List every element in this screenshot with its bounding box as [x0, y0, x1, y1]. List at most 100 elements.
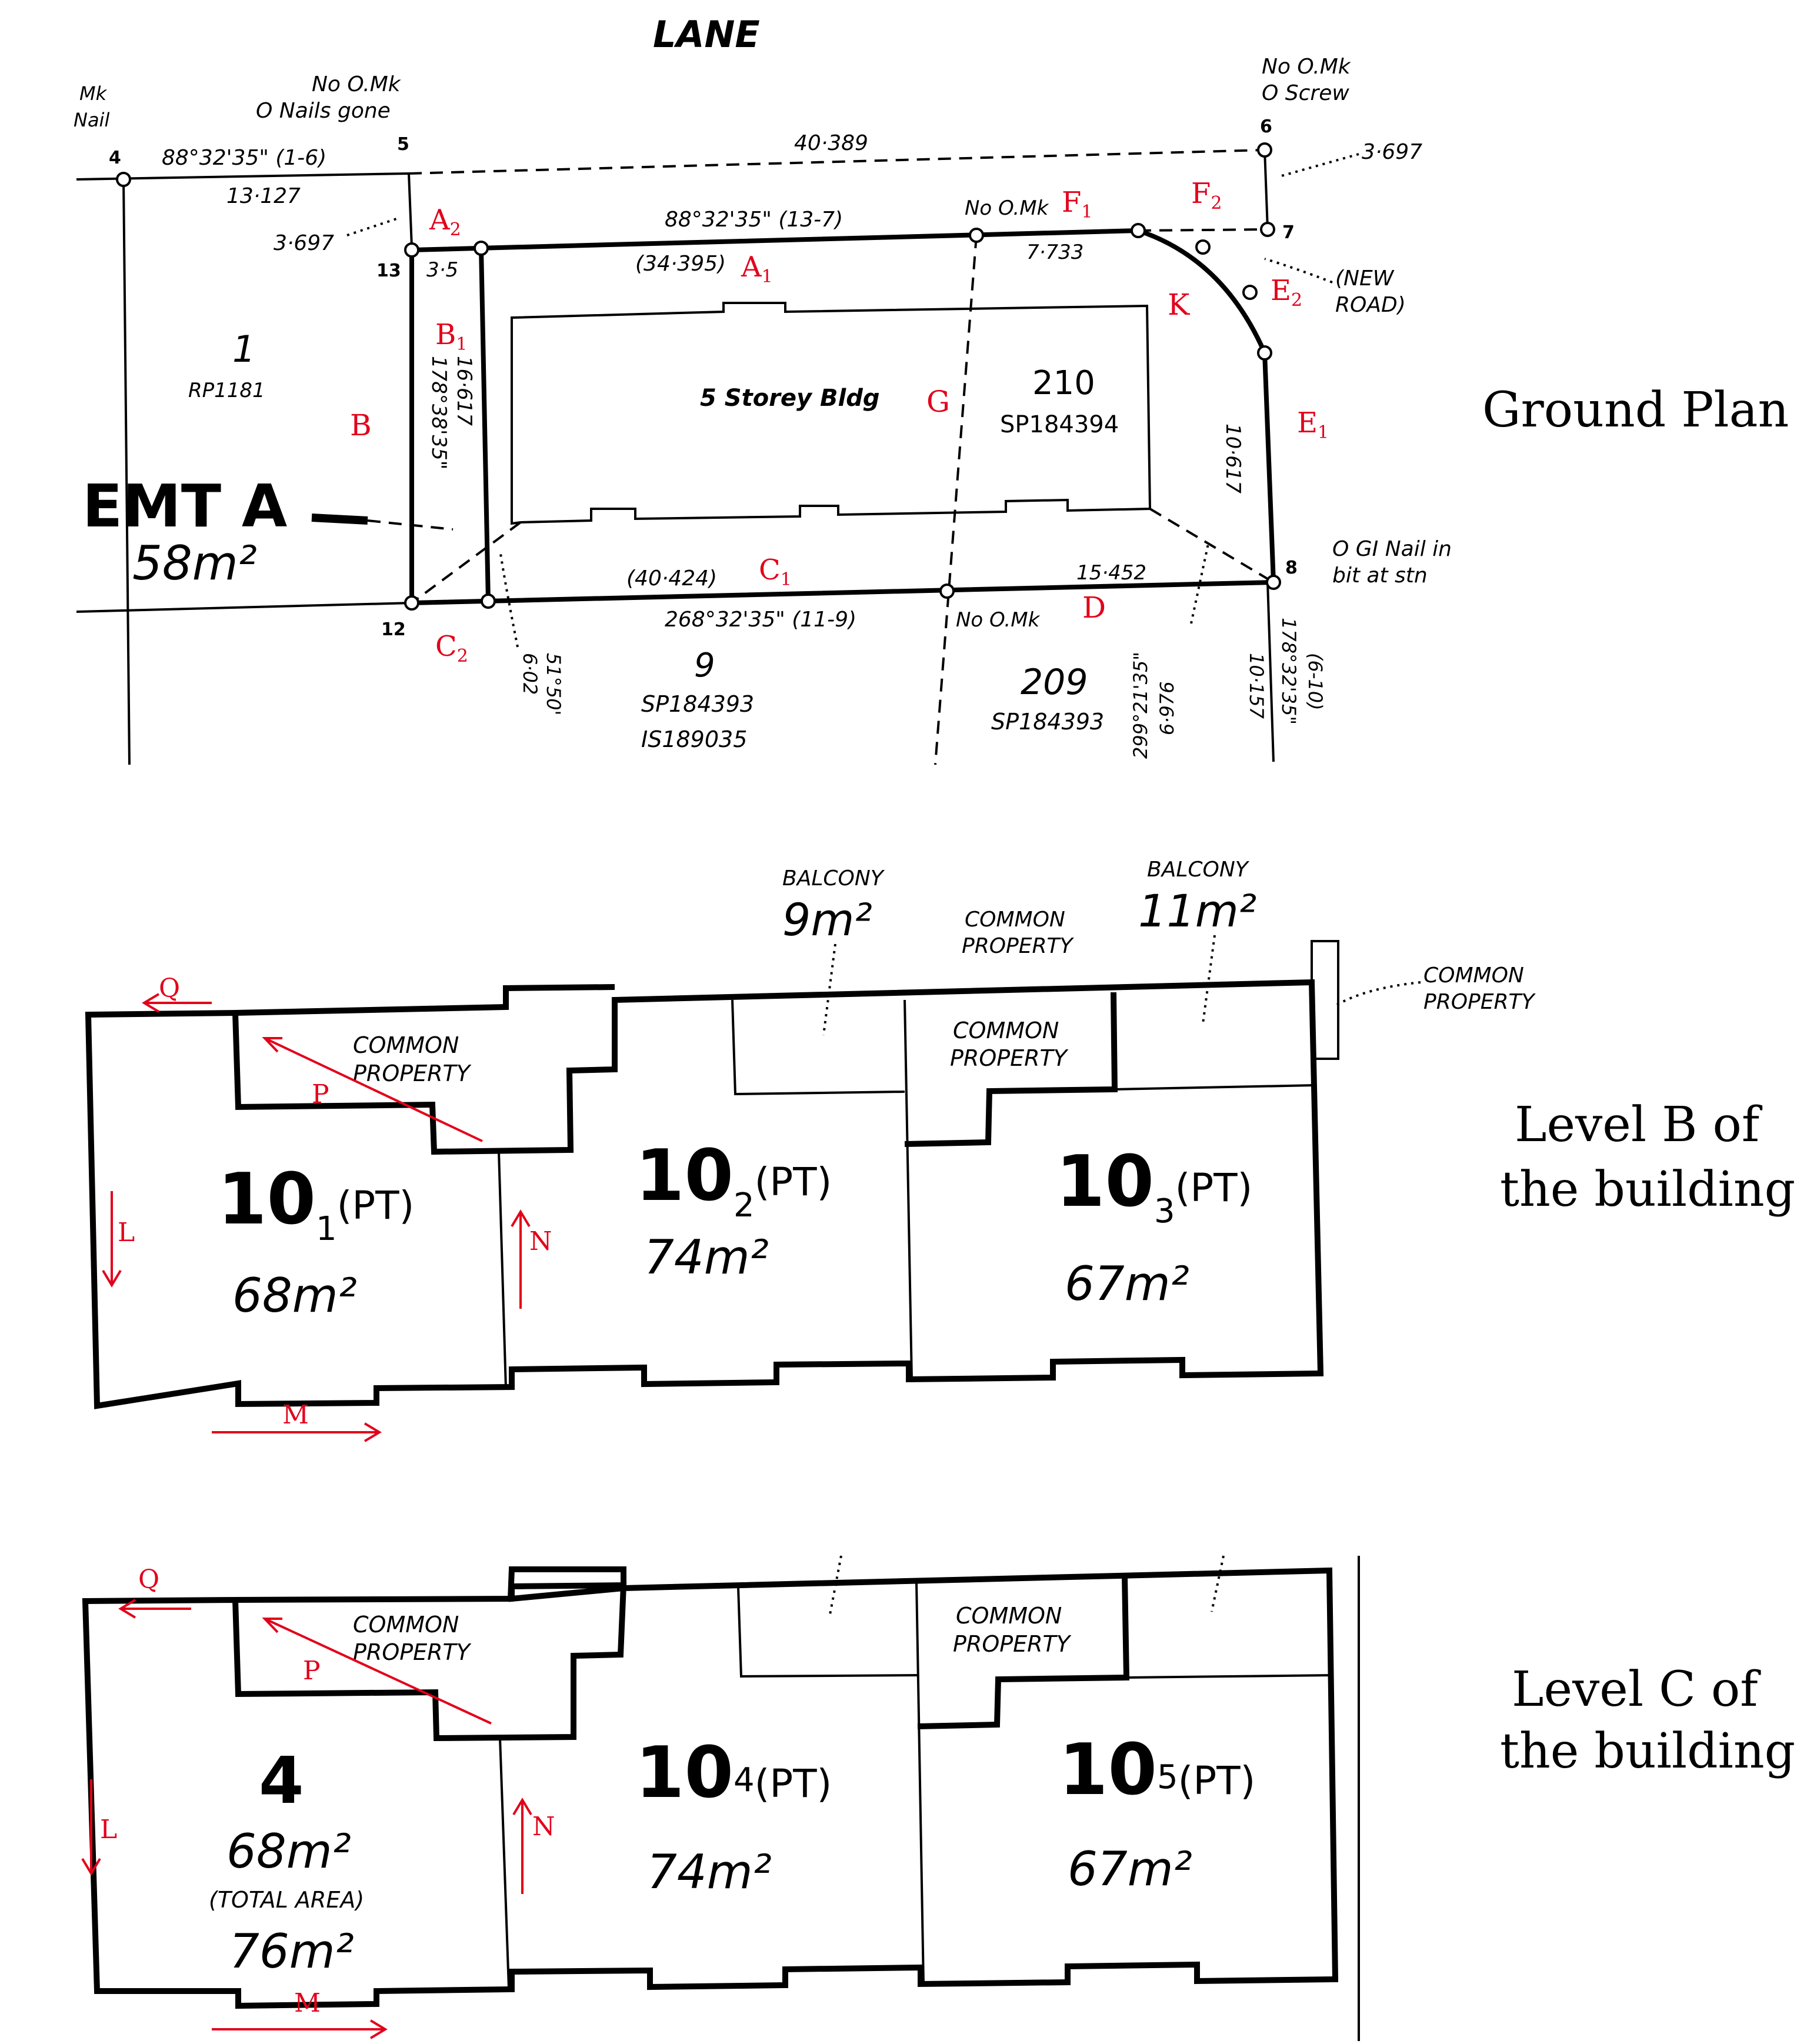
station-12-label: 12: [381, 619, 406, 640]
level-b-arrow-l-head: [102, 1269, 122, 1288]
level-b-unit-3-area: 67m²: [1065, 1256, 1189, 1311]
new-road-pointer: [1264, 258, 1333, 284]
station-5-note-top: No O.Mk: [312, 72, 402, 96]
bearing-6-10: (6-10): [1304, 653, 1326, 711]
station-8-marker: [1266, 575, 1281, 590]
station-13b-marker: [474, 241, 489, 256]
marker-b1: B1: [435, 318, 467, 355]
station-13-label: 13: [376, 261, 401, 281]
station-6-label: 6: [1260, 116, 1272, 137]
distance-3-697-right-pointer: [1279, 153, 1359, 178]
boundary-line-new-road: [1138, 228, 1268, 232]
station-curve-end-marker: [1257, 345, 1272, 361]
level-b-common-left-line1: COMMON: [353, 1032, 459, 1058]
level-c-divider-1-2: [499, 1738, 510, 1989]
distance-15-452: 15·452: [1076, 561, 1146, 585]
station-11-marker: [481, 593, 496, 609]
distance-16-617: 16·617: [452, 356, 476, 426]
lot-210-number: 210: [1032, 364, 1095, 402]
lot-209-number: 209: [1021, 662, 1088, 703]
level-c-common-left-line1: COMMON: [353, 1612, 459, 1638]
level-b-balcony-left-area: 9m²: [782, 893, 872, 946]
station-8-label: 8: [1285, 558, 1298, 578]
level-b-common-top-line2: PROPERTY: [962, 934, 1075, 958]
boundary-line-6-7: [1263, 149, 1269, 230]
level-c-caption-line2: the building: [1500, 1723, 1795, 1779]
marker-g: G: [926, 385, 950, 419]
new-road-note-line1: (NEW: [1335, 266, 1395, 291]
station-8-note-bottom: bit at stn: [1332, 563, 1428, 588]
new-road-note-line2: ROAD): [1335, 293, 1406, 317]
building-corner-tie-right: [1149, 508, 1275, 583]
marker-b: B: [350, 408, 372, 442]
level-b-unit-2-area: 74m²: [644, 1230, 769, 1285]
distance-34-395: (34·395): [635, 252, 726, 276]
marker-e2: E2: [1271, 274, 1302, 311]
level-b-balcony-right-pointer: [1202, 935, 1216, 1024]
station-12-marker: [404, 595, 419, 611]
level-b-divider-2-3: [903, 999, 913, 1380]
emt-a-pointer-solid: [311, 513, 368, 525]
level-c-lot-4-area: 68m²: [226, 1824, 351, 1879]
level-b-plan: BALCONY 9m² BALCONY 11m² COMMON PROPERTY…: [85, 858, 1795, 1442]
level-c-balcony-right: [1126, 1674, 1333, 1679]
no-mark-top-note: No O.Mk: [965, 196, 1049, 220]
station-8-note-top: O GI Nail in: [1332, 537, 1452, 561]
boundary-line-4-5: [76, 172, 409, 181]
level-c-divider-2-3: [915, 1582, 925, 1984]
station-6-marker: [1257, 142, 1272, 158]
marker-a1: A1: [741, 251, 773, 287]
distance-40-389: 40·389: [794, 131, 868, 155]
level-c-common-top-edge: [235, 1566, 626, 1603]
station-curve-start-marker: [1131, 223, 1146, 238]
level-b-arrow-n-head: [511, 1209, 531, 1228]
distance-7-733: 7·733: [1026, 241, 1083, 264]
level-c-unit-5-number: 105(PT): [1059, 1729, 1255, 1811]
marker-e1: E1: [1297, 406, 1329, 443]
level-c-arrow-m-head: [369, 2019, 388, 2039]
distance-3-697-left: 3·697: [274, 231, 334, 255]
station-4-note-bottom: Nail: [74, 109, 109, 131]
building-footprint: [511, 302, 1152, 525]
lot-209-plan: SP184393: [991, 709, 1104, 735]
level-c-label-p: P: [303, 1656, 321, 1686]
marker-k: K: [1168, 288, 1191, 322]
lot-9-number: 9: [694, 646, 715, 685]
ground-plan-red-markers: A2 A1 B B1 C1 C2 D E1 E2 F1 F2 G K: [350, 177, 1329, 666]
level-b-arrow-p: [264, 1037, 483, 1142]
level-c-common-mid: [917, 1576, 1130, 1729]
level-b-common-right-pointer: [1334, 981, 1421, 1007]
bearing-299-21-35: 299°21'35": [1129, 652, 1152, 759]
bearing-1-6: 88°32'35" (1-6): [162, 146, 326, 170]
level-b-arrow-m-head: [364, 1422, 382, 1442]
level-c-common-mid-line2: PROPERTY: [953, 1631, 1072, 1657]
emt-a-area: 58m²: [132, 536, 257, 591]
level-c-label-l: L: [100, 1815, 117, 1845]
emt-a-label: EMT A: [82, 472, 287, 541]
level-b-common-mid-line1: COMMON: [953, 1018, 1059, 1043]
level-b-red-arrows: Q P L N M: [102, 973, 552, 1442]
level-b-label-m: M: [282, 1400, 309, 1430]
level-c-red-arrows: Q P L N M: [81, 1565, 555, 2039]
station-7-marker: [1260, 222, 1275, 237]
marker-c1: C1: [759, 553, 792, 590]
marker-c2: C2: [435, 630, 468, 666]
distance-10-617: 10·617: [1221, 424, 1245, 494]
level-c-balcony-left: [737, 1586, 918, 1678]
distance-40-424: (40·424): [626, 566, 717, 591]
level-c-unit-4-number: 104(PT): [635, 1732, 832, 1814]
level-b-label-p: P: [312, 1079, 329, 1109]
boundary-line-5-13: [408, 173, 413, 248]
level-c-arrow-p-head: [262, 1618, 282, 1633]
level-b-common-left-line2: PROPERTY: [353, 1061, 472, 1086]
level-c-lot-4-total-area: 76m²: [229, 1924, 354, 1979]
station-4-label: 4: [109, 148, 121, 168]
level-b-common-mid: [904, 992, 1118, 1147]
level-c-lot-4-number: 4: [259, 1743, 304, 1818]
level-b-caption-line2: the building: [1500, 1162, 1795, 1218]
distance-10-157: 10·157: [1245, 653, 1268, 719]
marker-a2: A2: [429, 204, 461, 240]
station-6-note-bottom: O Screw: [1262, 81, 1349, 105]
lot-9-plan-a: SP184393: [641, 691, 754, 717]
